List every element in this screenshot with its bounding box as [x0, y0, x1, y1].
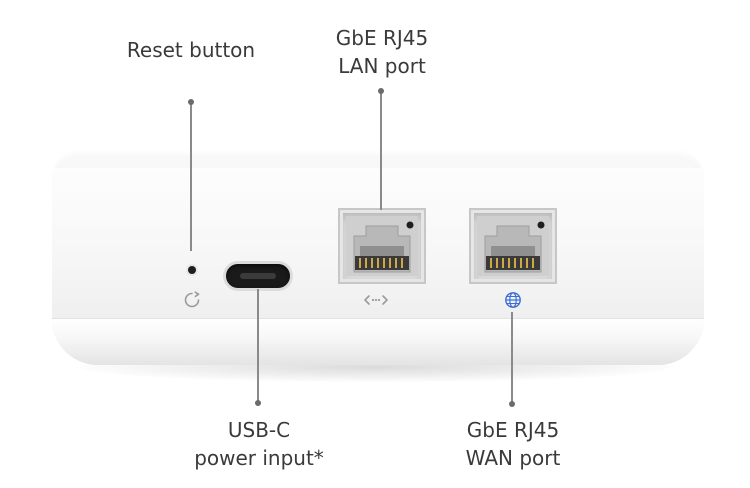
wan-port-label-line-1: GbE RJ45	[466, 418, 560, 442]
device-base	[52, 318, 704, 365]
reset-arrow-icon	[184, 291, 200, 308]
usbc-leader-dot	[255, 400, 261, 406]
lan-rj45-socket	[346, 216, 418, 276]
wan-leader-dot	[509, 401, 515, 407]
usbc-port[interactable]	[226, 264, 290, 288]
wan-leader-line	[511, 312, 513, 404]
usbc-port-tongue	[240, 273, 276, 279]
usbc-label-line-2: power input*	[194, 446, 324, 470]
wan-port-label-line-2: WAN port	[465, 446, 561, 470]
lan-port-label: GbE RJ45 LAN port	[302, 24, 462, 80]
reset-button-label-line-1: Reset button	[126, 38, 256, 62]
reset-button-label: Reset button	[111, 36, 271, 64]
usbc-leader-line	[257, 289, 259, 403]
lan-port-label-line-1: GbE RJ45	[335, 26, 429, 50]
lan-leader-dot	[378, 88, 384, 94]
lan-rj45-port[interactable]	[338, 208, 426, 284]
globe-icon	[505, 292, 521, 308]
lan-arrows-icon	[364, 295, 388, 305]
wan-rj45-socket	[477, 216, 549, 276]
usbc-label-line-1: USB-C	[227, 418, 291, 442]
lan-port-label-line-2: LAN port	[338, 54, 426, 78]
wan-rj45-port[interactable]	[469, 208, 557, 284]
reset-leader-dot	[188, 99, 194, 105]
usbc-label: USB-C power input*	[174, 416, 344, 472]
wan-port-label: GbE RJ45 WAN port	[433, 416, 593, 472]
reset-button[interactable]	[188, 266, 196, 274]
reset-leader-line	[190, 103, 192, 251]
lan-leader-line	[380, 92, 382, 210]
